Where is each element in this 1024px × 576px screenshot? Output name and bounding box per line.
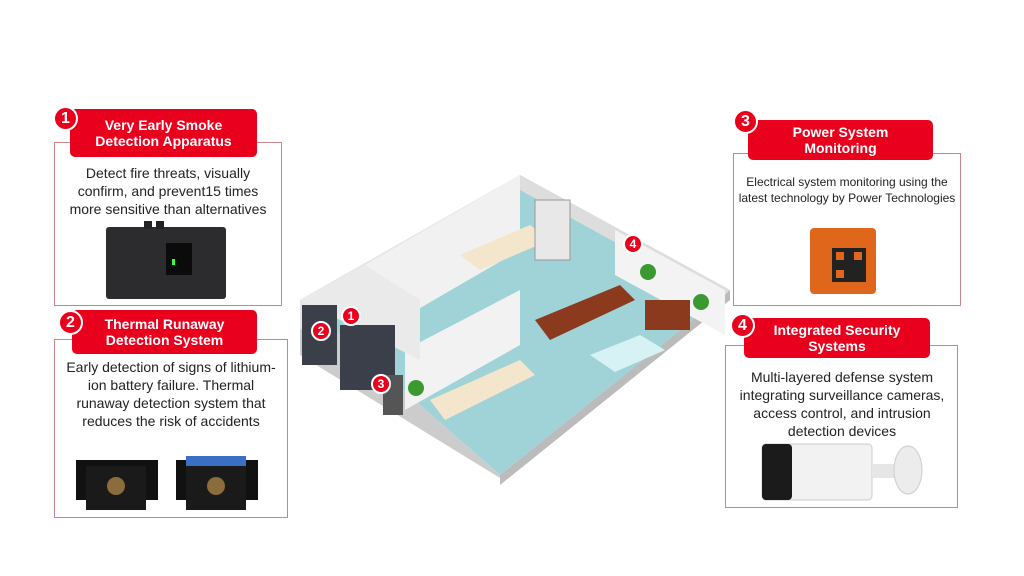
- panel-4-description: Multi-layered defense system integrating…: [739, 369, 945, 439]
- scene-marker-3: 3: [371, 374, 391, 394]
- smoke-detector-device-image: [106, 221, 226, 299]
- panel-2-number: 2: [58, 310, 83, 335]
- scene-marker-1: 1: [341, 306, 361, 326]
- panel-3-number: 3: [733, 109, 758, 134]
- panel-1-number: 1: [53, 106, 78, 131]
- panel-1-description: Detect fire threats, visually confirm, a…: [69, 165, 267, 217]
- panel-2-description: Early detection of signs of lithium-ion …: [66, 359, 276, 429]
- panel-3-description: Electrical system monitoring using the l…: [738, 175, 956, 205]
- panel-4-number: 4: [730, 313, 755, 338]
- security-camera-image: [761, 443, 923, 501]
- scene-marker-2: 2: [311, 321, 331, 341]
- power-monitor-device-image: [810, 228, 876, 294]
- scene-marker-4: 4: [623, 234, 643, 254]
- battery-sensor-devices-image: [76, 456, 258, 510]
